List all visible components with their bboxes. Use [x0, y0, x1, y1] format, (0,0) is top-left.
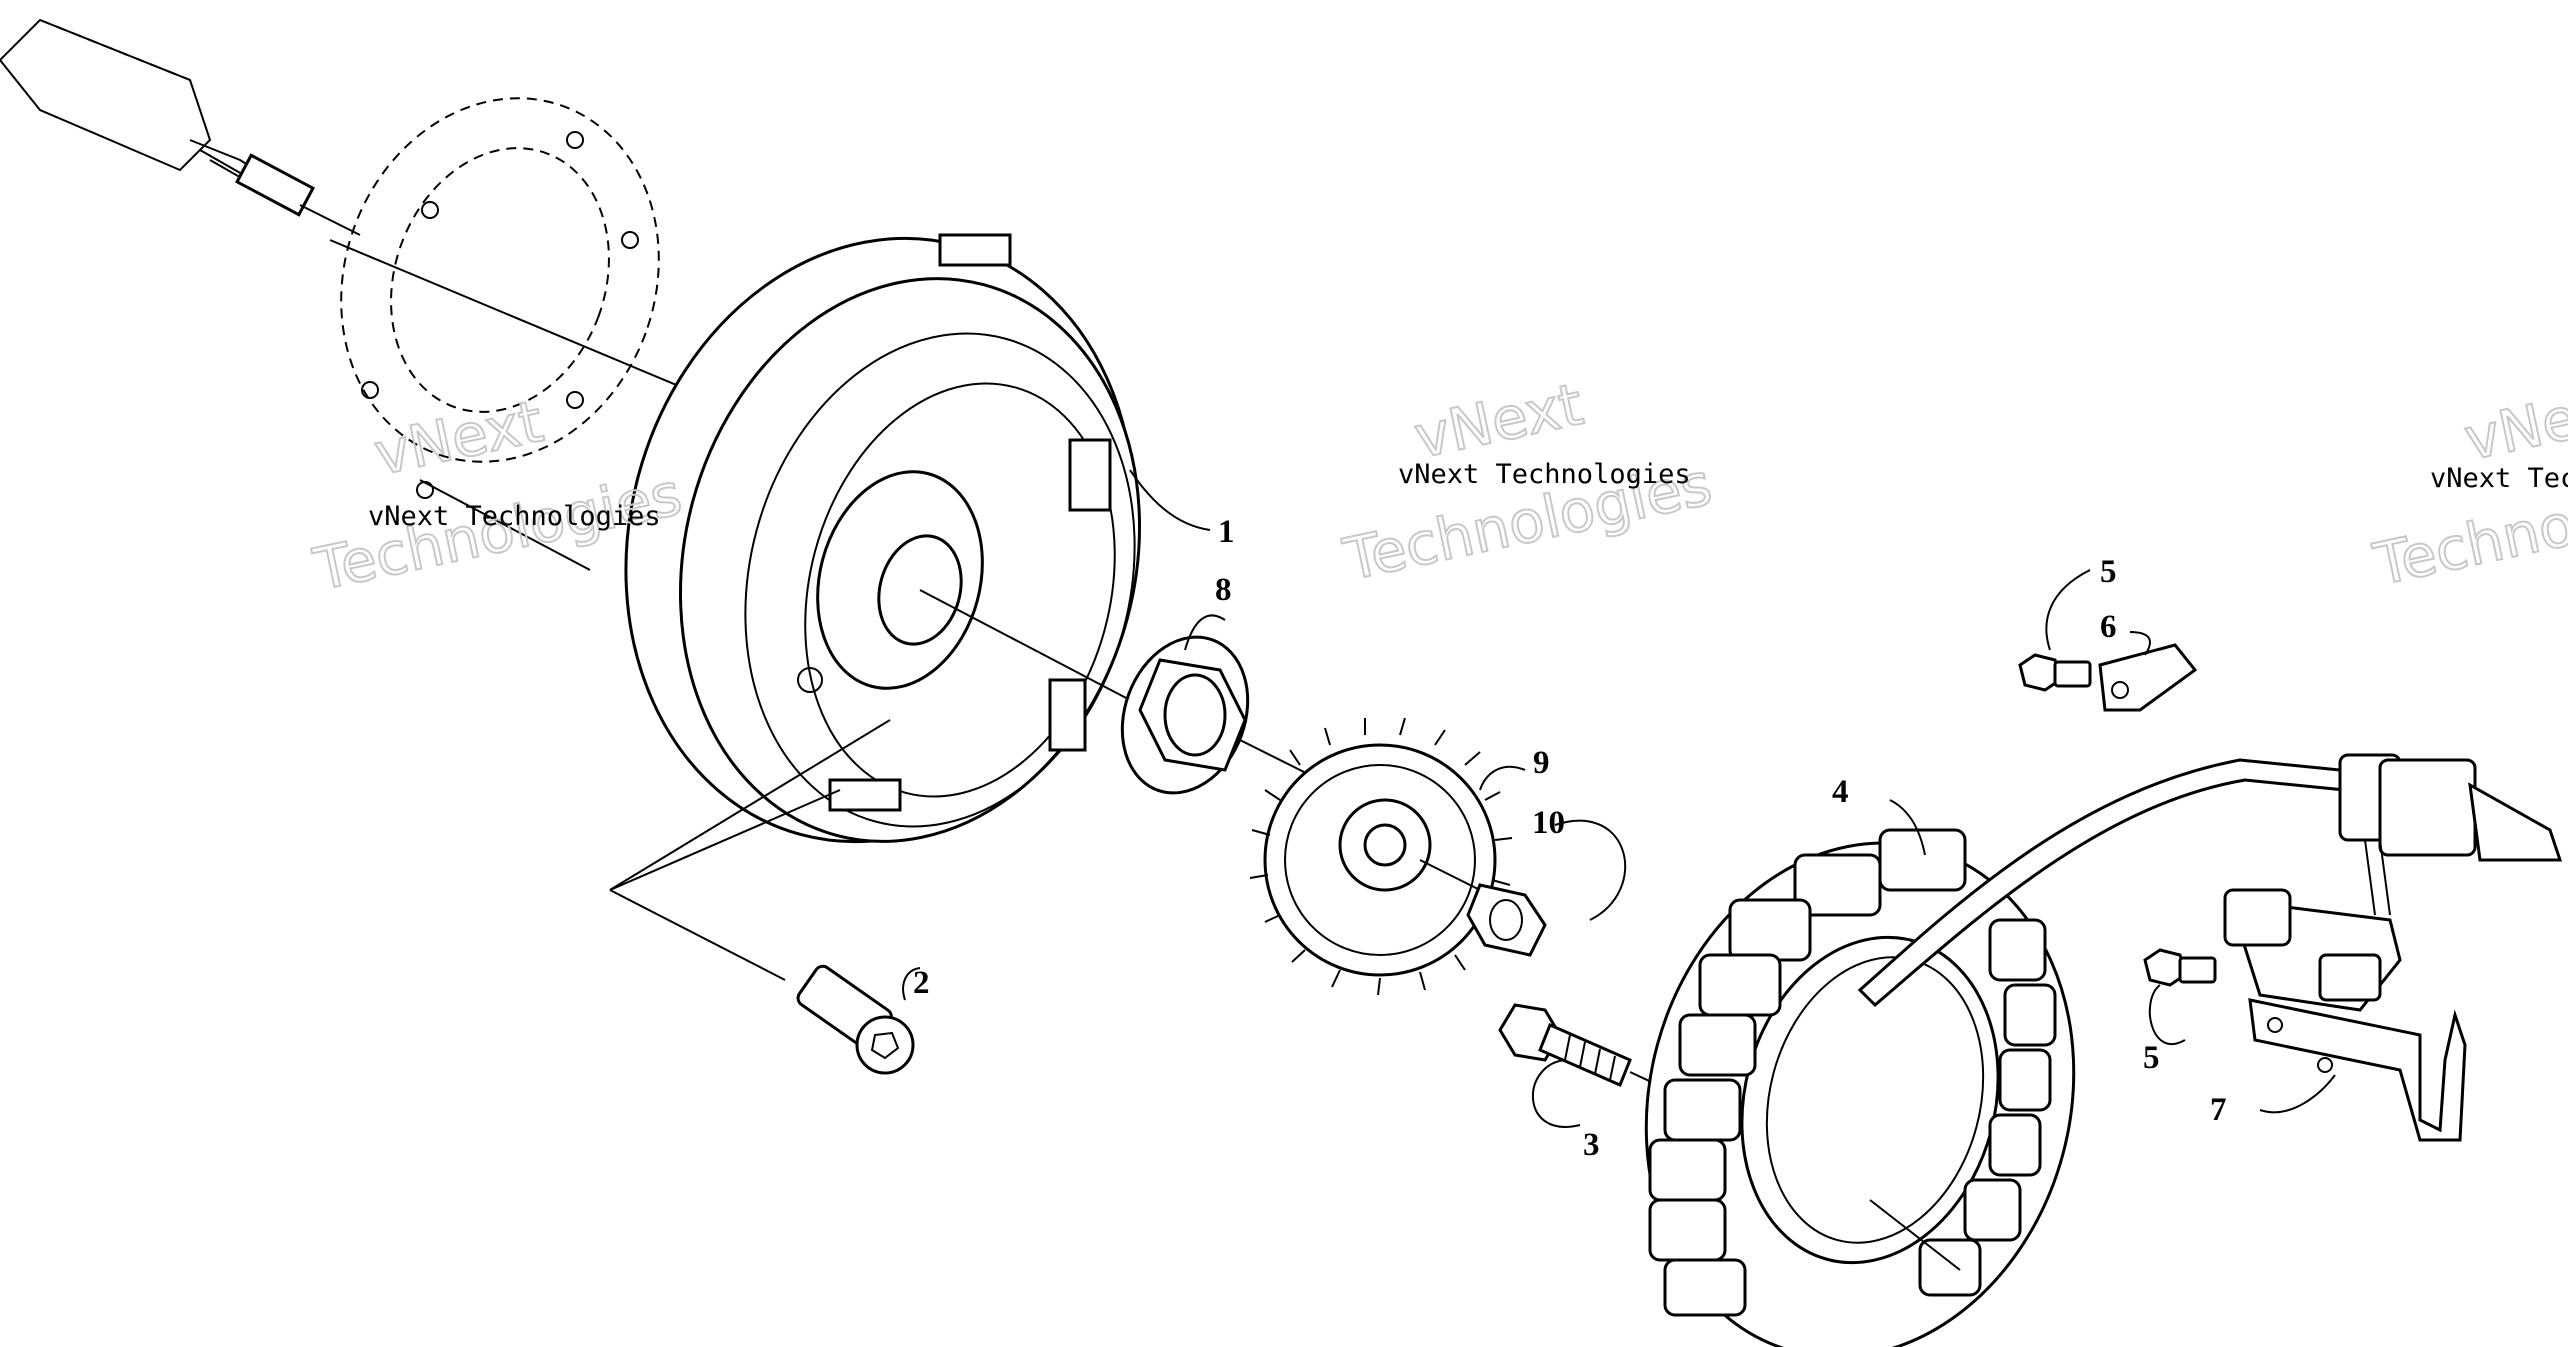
starter-gear: [1249, 717, 1513, 996]
gear-nut: [1466, 883, 1547, 957]
callout-10: 10: [1532, 805, 1565, 841]
flywheel-nut: [1120, 635, 1311, 795]
mounting-bracket: [2248, 998, 2467, 1142]
callout-3: 3: [1583, 1127, 1600, 1163]
callout-2: 2: [913, 965, 930, 1001]
callout-1: 1: [1218, 514, 1235, 550]
watermark-center-text: vNext Technologies: [1398, 459, 1691, 490]
callout-4: 4: [1832, 774, 1849, 810]
crankshaft: [0, 18, 361, 236]
callout-5-lower: 5: [2143, 1040, 2160, 1076]
callout-8: 8: [1215, 572, 1232, 608]
stator: [1644, 828, 2076, 1347]
watermark-center-big1: vNext: [1409, 370, 1589, 472]
stator-bolt: [1498, 1003, 1691, 1101]
stator-coils: [1648, 828, 2057, 1317]
flywheel-bolt: [609, 719, 915, 1075]
callout-6: 6: [2100, 609, 2117, 645]
clamp-bolt-upper: [2018, 653, 2092, 692]
flywheel: [624, 233, 1142, 844]
watermark-center: vNext Technologies vNext Technologies: [1337, 369, 1719, 595]
callout-5-upper: 5: [2100, 554, 2117, 590]
watermark-left-big1: vNext: [369, 387, 549, 489]
wire-clamp: [2098, 643, 2198, 712]
leader-lines: [902, 469, 2336, 1128]
callout-7: 7: [2210, 1092, 2227, 1128]
watermark-left-text: vNext Technologies: [368, 501, 661, 532]
wiring-harness: [1857, 753, 2563, 1008]
watermark-right: vNext Technologies vNext Technologies: [2367, 371, 2568, 600]
pickup-sensor: [2223, 888, 2402, 1012]
clamp-bolt-lower: [2143, 948, 2217, 987]
watermark-right-big1: vNext: [2459, 372, 2568, 474]
callout-9: 9: [1533, 745, 1550, 781]
watermark-right-text: vNext Technologies: [2430, 463, 2568, 494]
